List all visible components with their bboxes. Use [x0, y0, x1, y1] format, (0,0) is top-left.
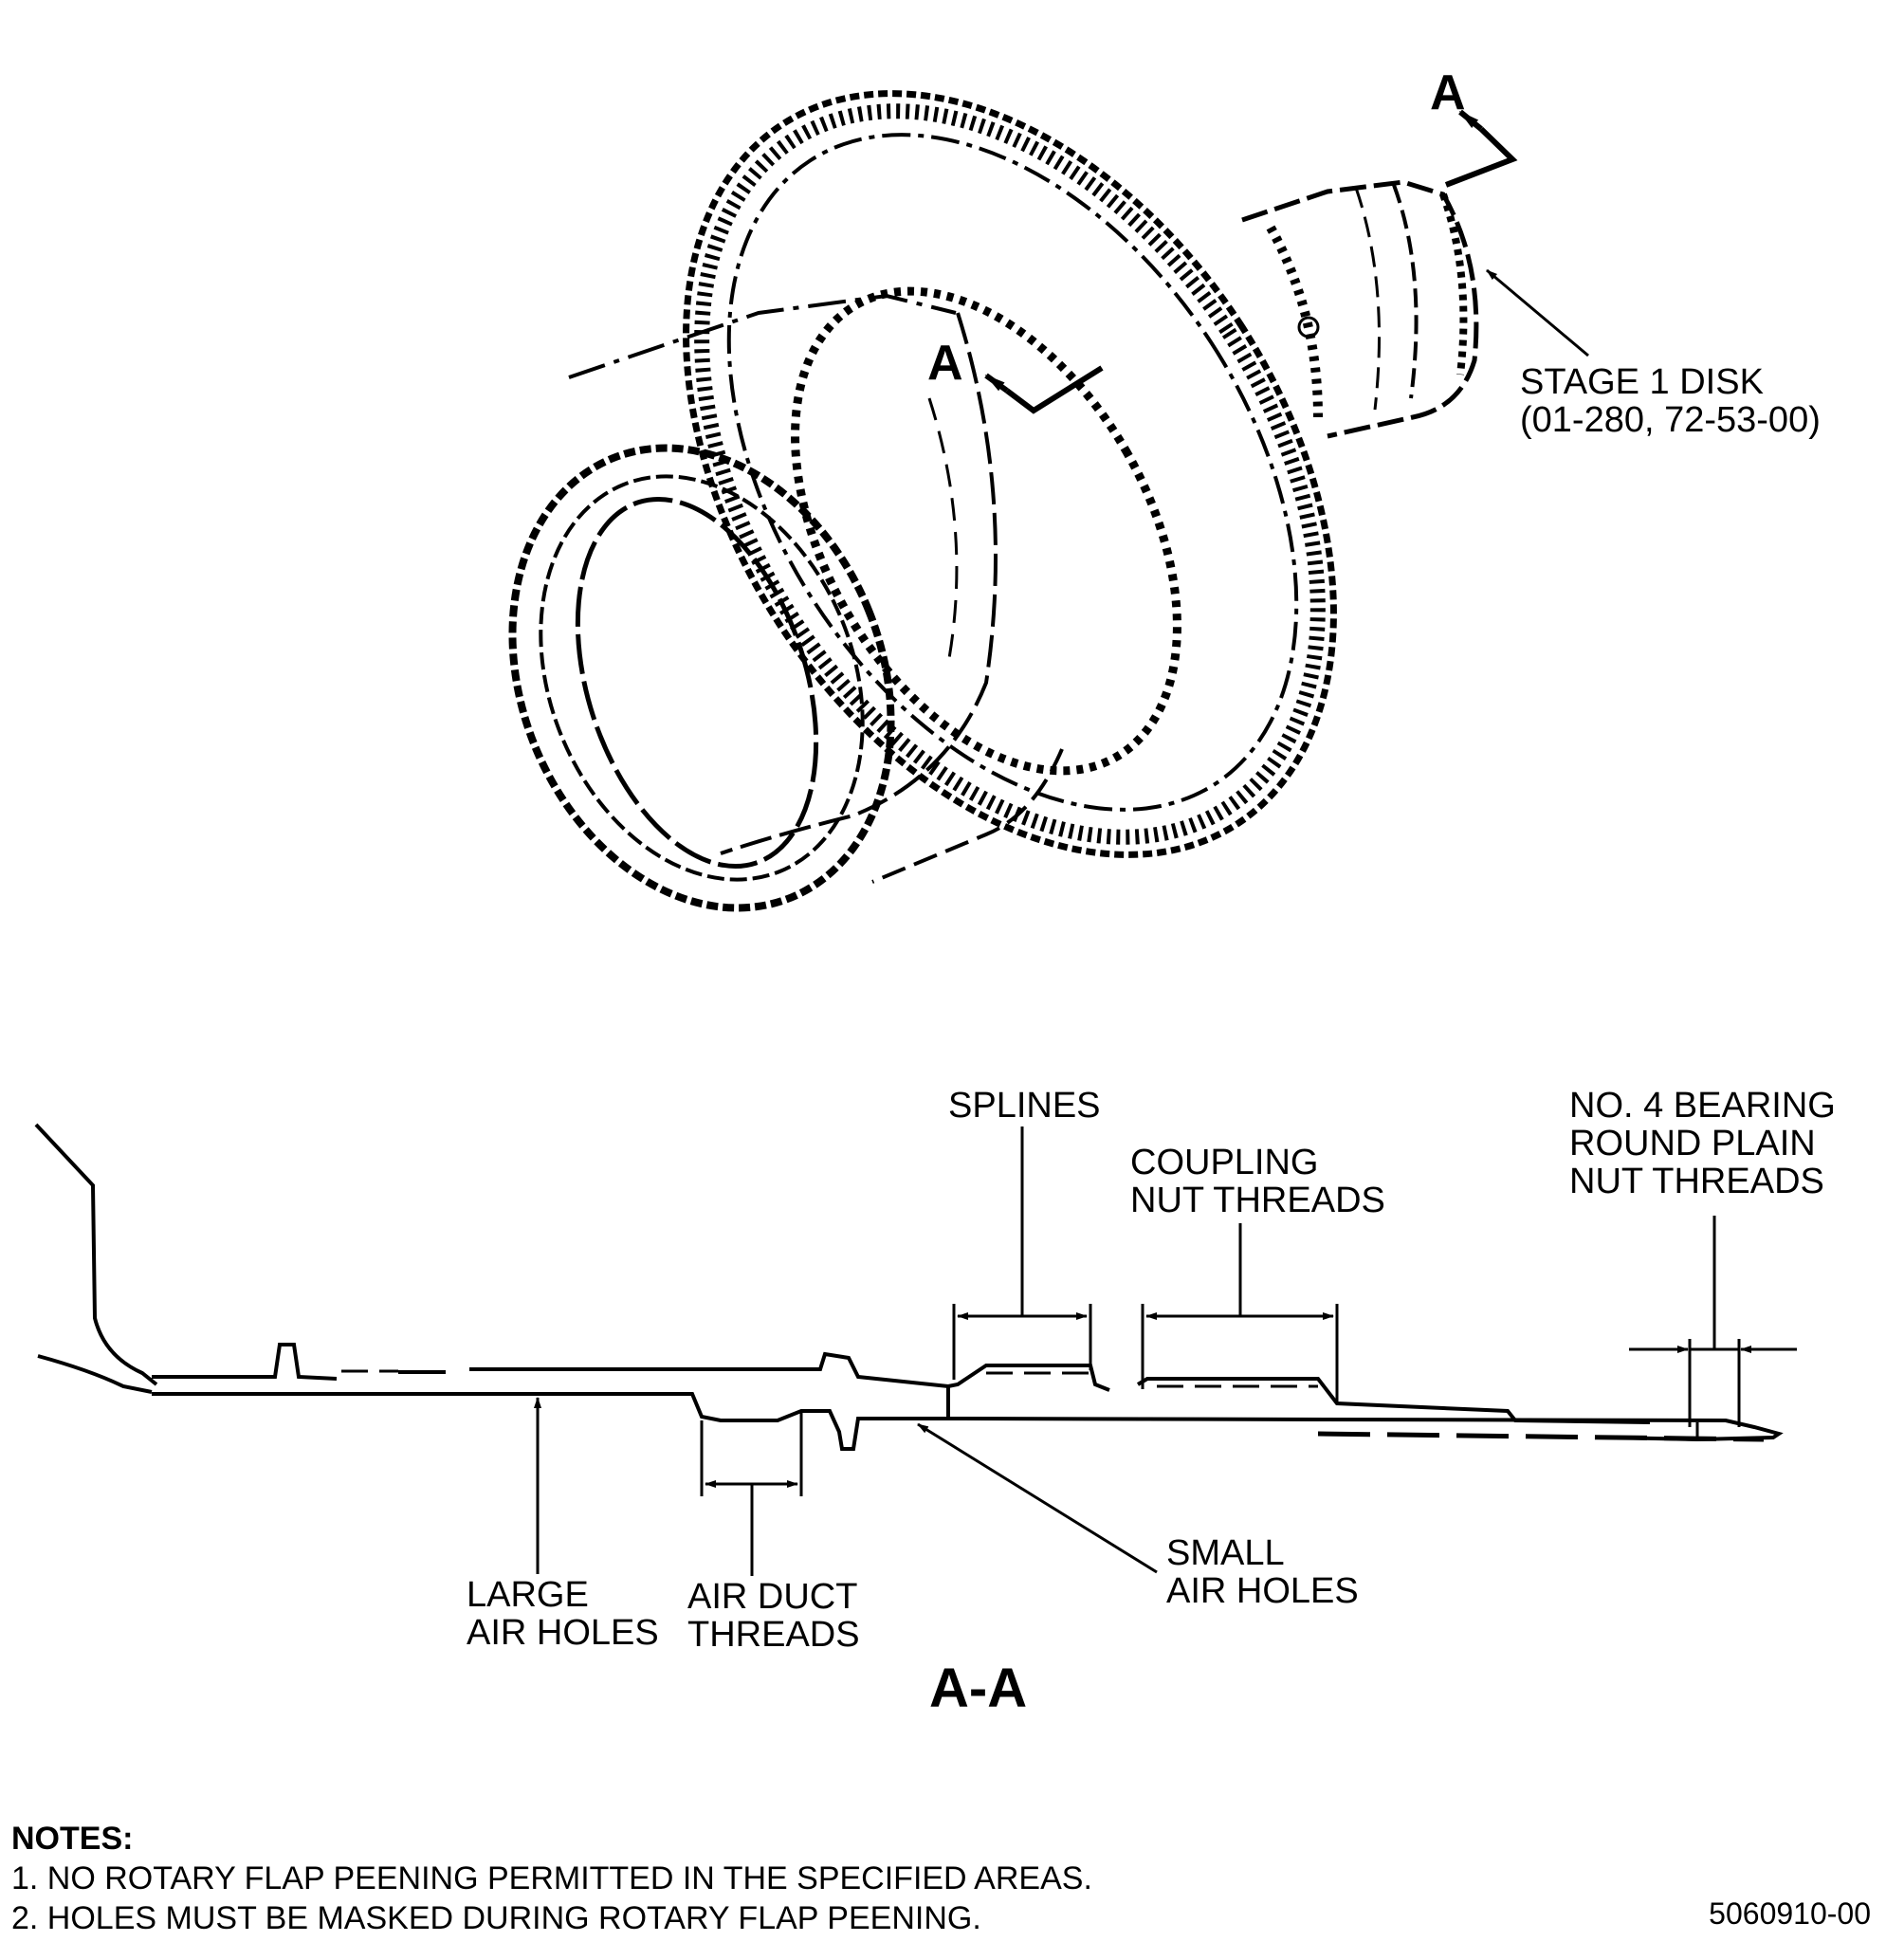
bearing-label-line1: NO. 4 BEARING	[1569, 1086, 1836, 1126]
large-air-holes-label-line2: AIR HOLES	[467, 1613, 659, 1653]
view-marker-right: A	[1430, 65, 1466, 120]
section-aa-profile: SPLINES COUPLING NUT THREADS NO. 4 BEARI…	[34, 1086, 1836, 1719]
flange-bolt-ring	[791, 286, 1181, 776]
profile-lower-centerline	[1317, 1431, 1765, 1442]
coupling-label-line1: COUPLING	[1130, 1143, 1318, 1182]
section-cut-mark-right	[1444, 126, 1518, 188]
section-cut-mark-left	[1005, 365, 1104, 414]
splines-label: SPLINES	[948, 1086, 1101, 1126]
hub-cylinder-body-shade	[927, 397, 959, 665]
stage1-leader	[1486, 268, 1589, 357]
shaft-pin-icon	[1297, 316, 1320, 339]
rear-shaft-ring-3	[1439, 192, 1468, 376]
section-cut-arrow-left	[984, 373, 1009, 394]
note-item-2: 2. HOLES MUST BE MASKED DURING ROTARY FL…	[11, 1900, 981, 1936]
profile-upper-line	[152, 1343, 1651, 1424]
stage1-label-line2: (01-280, 72-53-00)	[1520, 400, 1821, 440]
flange-teeth	[694, 103, 1326, 845]
large-air-holes-label-line1: LARGE	[467, 1575, 589, 1615]
view-marker-left: A	[927, 336, 963, 391]
flange-outer-rim	[683, 90, 1337, 858]
airduct-label-line2: THREADS	[687, 1615, 860, 1655]
small-air-holes-label-line1: SMALL	[1166, 1533, 1285, 1573]
hub-bore	[575, 496, 819, 870]
hub-cylinder-right-edge	[720, 312, 998, 855]
profile-lower-line	[152, 1392, 1784, 1451]
stage1-label-line1: STAGE 1 DISK	[1520, 362, 1764, 402]
bearing-label-line2: ROUND PLAIN	[1569, 1124, 1816, 1163]
section-cut-arrow-right	[1458, 109, 1483, 132]
bearing-label-line3: NUT THREADS	[1569, 1162, 1824, 1201]
profile-flange-foot	[37, 1354, 153, 1394]
isometric-disk-view: A A STAGE 1 DISK (01-280, 72-53-00)	[508, 65, 1821, 912]
figure-id: 5060910-00	[1709, 1896, 1871, 1931]
airduct-label-line1: AIR DUCT	[687, 1577, 857, 1617]
small-air-holes-label-line2: AIR HOLES	[1166, 1571, 1359, 1611]
hub-cylinder-top-edge	[568, 293, 957, 379]
rear-shaft-outline	[1241, 179, 1479, 439]
coupling-label-line2: NUT THREADS	[1130, 1181, 1385, 1220]
rear-shaft-splines	[1266, 225, 1323, 418]
rear-shaft-ring-2	[1354, 187, 1381, 411]
profile-upper-dashes	[341, 1367, 1318, 1388]
rear-shaft-ring-1	[1392, 184, 1419, 399]
notes-block: NOTES: 1. NO ROTARY FLAP PEENING PERMITT…	[11, 1819, 1092, 1938]
notes-title: NOTES:	[11, 1821, 134, 1857]
profile-flange-arm	[34, 1123, 158, 1386]
flange-inner-rim	[726, 133, 1299, 812]
hub-front-outer	[508, 444, 895, 912]
hub-front-inner	[539, 474, 865, 882]
hub-cylinder-lower-edge	[871, 748, 1064, 884]
note-item-1: 1. NO ROTARY FLAP PEENING PERMITTED IN T…	[11, 1860, 1092, 1896]
section-title: A-A	[929, 1658, 1027, 1719]
small-air-holes-leader	[917, 1422, 1158, 1574]
